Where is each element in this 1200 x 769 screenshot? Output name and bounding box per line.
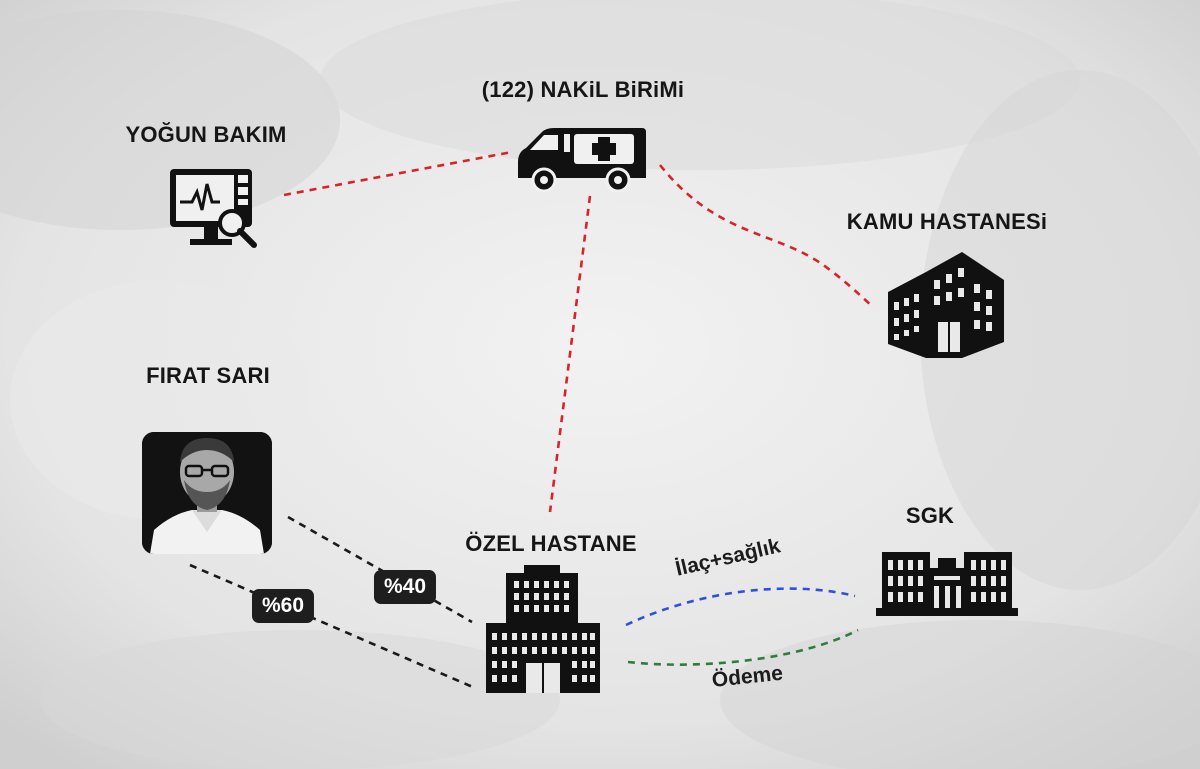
- monitor-search-icon: [170, 169, 257, 248]
- badge-percent-40: %40: [373, 570, 437, 604]
- government-building-icon: [876, 552, 1018, 616]
- label-ozel-hastane: ÖZEL HASTANE: [465, 531, 637, 556]
- link-nakil-ozel: [548, 195, 592, 513]
- link-firat-ozel-40: [287, 515, 473, 624]
- label-yogun-bakim: YOĞUN BAKIM: [125, 122, 287, 147]
- label-kamu-hastanesi: KAMU HASTANESi: [846, 209, 1048, 234]
- ambulance-icon: [518, 128, 646, 192]
- badge-percent-60: %60: [251, 589, 315, 623]
- label-nakil-birimi: (122) NAKiL BiRiMi: [481, 77, 685, 102]
- person-photo: [142, 432, 272, 554]
- link-odeme: [627, 628, 859, 666]
- label-firat-sari: FIRAT SARI: [146, 363, 270, 388]
- person-silhouette-icon: [142, 432, 272, 554]
- link-nakil-kamu: [658, 164, 873, 307]
- building-icon: [888, 252, 1004, 358]
- hospital-tower-icon: [486, 565, 600, 693]
- link-yogun-nakil: [283, 150, 513, 197]
- label-sgk: SGK: [905, 503, 955, 528]
- link-ilac-saglik: [625, 587, 856, 627]
